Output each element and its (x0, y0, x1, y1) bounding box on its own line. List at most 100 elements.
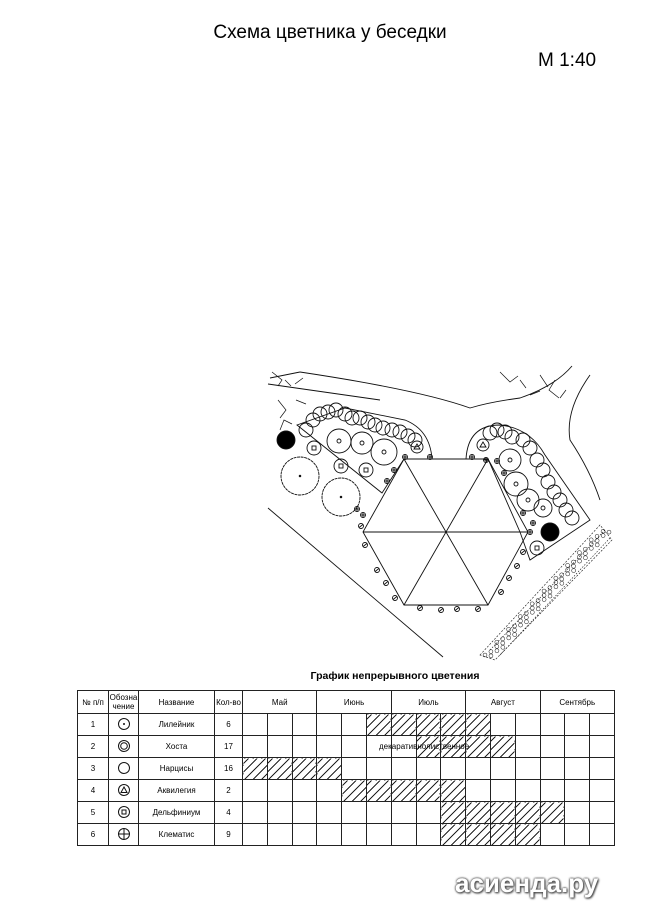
period-cell (390, 757, 417, 780)
hosta-plant (375, 420, 391, 436)
path-outlines (267, 365, 601, 658)
cell-qty: 17 (214, 735, 243, 758)
clematis-mark (501, 470, 507, 476)
paving-stone (559, 576, 565, 582)
period-cell (266, 801, 293, 824)
tree-trunk (298, 474, 302, 478)
narcissus-plant (383, 580, 389, 586)
period-cell (341, 713, 367, 736)
paving-stone (588, 537, 594, 543)
hosta-plant (504, 429, 520, 445)
period-cell (514, 757, 541, 780)
paving-stone (529, 601, 535, 607)
bloom-period-cell (415, 713, 442, 736)
period-cell (291, 735, 318, 758)
bloom-period-cell (390, 779, 417, 802)
period-cell (316, 735, 343, 758)
bloom-period-cell (514, 823, 541, 846)
bloom-period-cell (440, 801, 467, 824)
period-cell (489, 713, 516, 736)
tree-crown (321, 477, 361, 517)
page-title: Схема цветника у беседки (213, 22, 447, 43)
cell-qty: 4 (214, 801, 243, 824)
period-cell (242, 801, 268, 824)
col-qty: Кол-во (214, 690, 243, 714)
clematis-mark (427, 454, 433, 460)
paving-stone (583, 555, 588, 560)
period-cell (365, 823, 392, 846)
paving-stone (488, 649, 494, 654)
narcissus-plant (520, 549, 526, 555)
lily-plant (533, 498, 553, 518)
clematis-mark (494, 458, 500, 464)
narcissus-plant (374, 567, 380, 573)
narcissus-mark (362, 543, 368, 547)
paving-stone (530, 605, 535, 611)
col-symbol: Обозна чение (108, 690, 139, 714)
conifer-plant (540, 522, 560, 542)
bloom-period-cell (465, 735, 491, 758)
bloom-period-cell (489, 823, 516, 846)
shrubs-decor (271, 371, 567, 431)
hosta-plant (564, 510, 580, 526)
narcissus-mark (498, 590, 504, 594)
cell-num: 1 (77, 713, 109, 736)
delphinium-plant (358, 462, 374, 478)
narcissus-mark (438, 608, 444, 612)
tree-trunk (339, 495, 343, 499)
aquilegia-mark (413, 443, 421, 450)
aquilegia-mark (479, 441, 487, 448)
paving-stone (524, 615, 529, 620)
period-cell (390, 823, 417, 846)
period-cell (465, 757, 491, 780)
lily-center (336, 438, 342, 444)
hosta-plant (540, 474, 556, 490)
paving-stone (500, 640, 506, 646)
schedule-title: График непрерывного цветения (310, 670, 480, 682)
period-cell (390, 801, 417, 824)
period-cell (291, 713, 318, 736)
paving-area (479, 524, 613, 661)
bloom-period-cell (365, 713, 392, 736)
circle-triangle-icon (117, 783, 130, 796)
period-cell (316, 801, 343, 824)
lily-plant (498, 448, 522, 472)
hosta-plant (337, 406, 353, 422)
period-cell (539, 757, 566, 780)
clematis-mark (530, 520, 536, 526)
period-cell (539, 779, 566, 802)
period-cell (415, 801, 442, 824)
narcissus-mark (392, 596, 398, 600)
bloom-period-cell (465, 713, 491, 736)
hosta-plant (360, 414, 376, 430)
bloom-period-cell (415, 779, 442, 802)
cell-qty: 9 (214, 823, 243, 846)
period-cell (564, 823, 591, 846)
paving-stone (506, 631, 511, 636)
period-cell (465, 779, 491, 802)
lily-plant (516, 488, 540, 512)
cell-num: 4 (77, 779, 109, 802)
paving-stone (547, 593, 553, 599)
paving-stone (512, 628, 517, 633)
bloom-period-cell (514, 801, 541, 824)
lily-plant (503, 471, 529, 497)
narcissus-mark (514, 564, 520, 568)
cell-qty: 6 (214, 713, 243, 736)
period-cell (341, 757, 367, 780)
paving-stone (571, 559, 576, 565)
bloom-period-cell (489, 801, 516, 824)
hosta-plant (367, 417, 383, 433)
period-cell (291, 779, 318, 802)
paving-stone (541, 597, 547, 602)
hosta-plant (489, 422, 505, 438)
clematis-mark (360, 512, 366, 518)
paving-stone (518, 614, 523, 619)
hosta-plant (344, 410, 360, 426)
lily-center (513, 481, 519, 487)
hosta-plant (522, 440, 538, 456)
period-cell (365, 801, 392, 824)
